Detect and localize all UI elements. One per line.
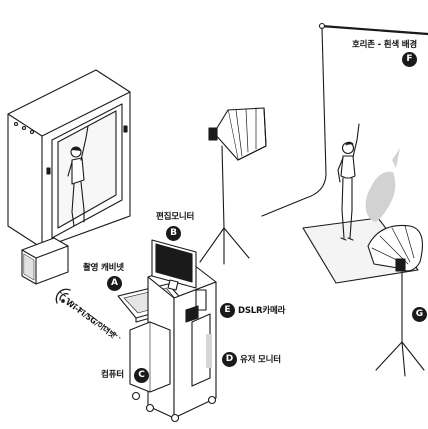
- label-dslr-camera: DSLR카메라: [238, 306, 286, 316]
- editing-monitor: [151, 239, 197, 291]
- label-computer: 컴퓨터: [101, 370, 124, 380]
- badge-f: F: [402, 52, 417, 67]
- softbox-light-right: [367, 224, 425, 377]
- wifi-link: [55, 288, 121, 339]
- label-shooting-cabinet: 촬영 캐비넷: [83, 263, 124, 273]
- badge-d: D: [222, 352, 237, 367]
- badge-b: B: [166, 226, 181, 241]
- label-horizon-backdrop: 호리존 - 흰색 배경: [352, 40, 417, 50]
- softbox-light-left: [199, 107, 267, 265]
- speaker-box: [21, 237, 69, 285]
- label-editing-monitor: 편집모니터: [156, 212, 195, 222]
- shooting-cabinet: [7, 69, 131, 249]
- person-model-studio: [337, 123, 360, 241]
- label-user-monitor: 유저 모니터: [240, 355, 281, 365]
- badge-g: G: [412, 307, 427, 322]
- badge-e: E: [220, 303, 235, 318]
- badge-a: A: [107, 276, 122, 291]
- badge-c: C: [134, 368, 149, 383]
- kiosk-stand: [117, 261, 217, 423]
